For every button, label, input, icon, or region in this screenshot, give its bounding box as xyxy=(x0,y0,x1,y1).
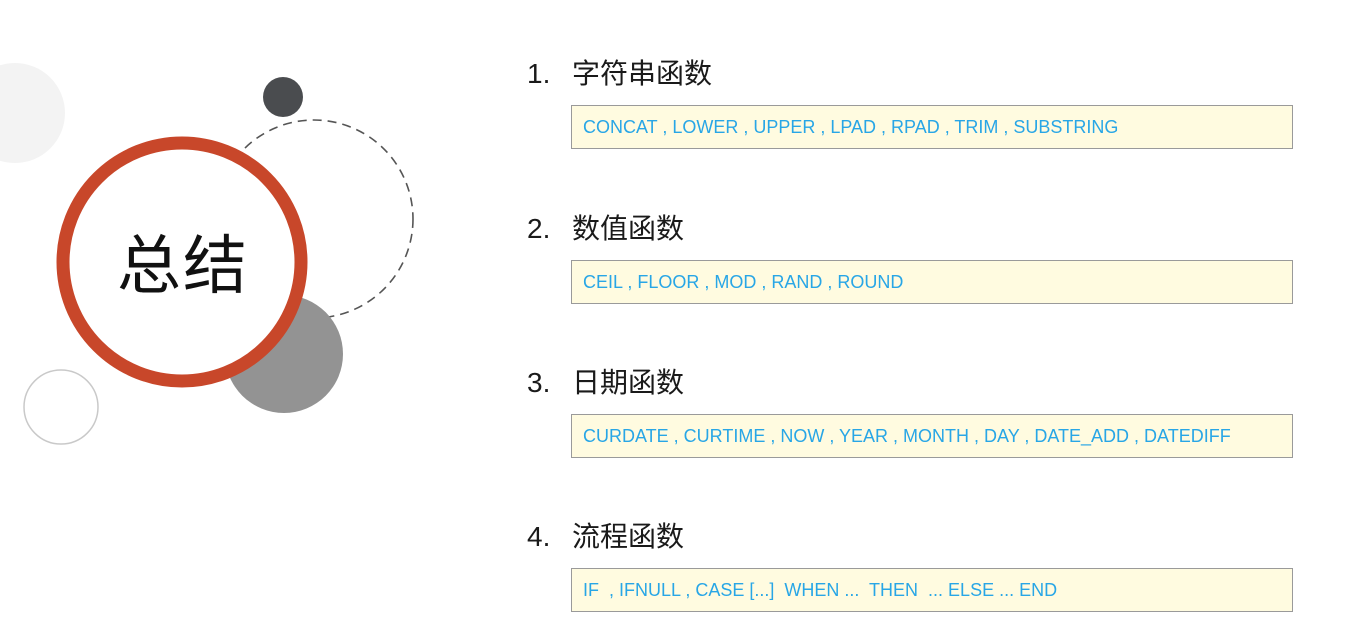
section-number: 1. xyxy=(527,58,551,89)
section-numeric-functions: 2. 数值函数 CEIL , FLOOR , MOD , RAND , ROUN… xyxy=(527,211,1293,304)
section-title: 日期函数 xyxy=(572,366,685,399)
section-number: 4. xyxy=(527,521,551,552)
section-date-functions: 3. 日期函数 CURDATE , CURTIME , NOW , YEAR ,… xyxy=(527,365,1293,458)
function-list-box: IF , IFNULL , CASE [...] WHEN ... THEN .… xyxy=(571,568,1293,612)
section-title: 字符串函数 xyxy=(572,57,713,90)
section-number: 2. xyxy=(527,213,551,244)
light-gray-circle xyxy=(0,63,65,163)
section-heading: 4. 流程函数 xyxy=(527,519,1293,555)
section-title: 数值函数 xyxy=(572,212,685,245)
outline-circle-small xyxy=(23,369,99,445)
section-heading: 3. 日期函数 xyxy=(527,365,1293,401)
section-flow-functions: 4. 流程函数 IF , IFNULL , CASE [...] WHEN ..… xyxy=(527,519,1293,612)
section-heading: 1. 字符串函数 xyxy=(527,56,1293,92)
section-string-functions: 1. 字符串函数 CONCAT , LOWER , UPPER , LPAD ,… xyxy=(527,56,1293,149)
section-number: 3. xyxy=(527,367,551,398)
page-title: 总结 xyxy=(117,230,249,304)
title-ring xyxy=(56,136,308,388)
dark-gray-dot xyxy=(263,77,303,117)
section-title: 流程函数 xyxy=(572,520,685,553)
function-list-box: CEIL , FLOOR , MOD , RAND , ROUND xyxy=(571,260,1293,304)
function-list-box: CONCAT , LOWER , UPPER , LPAD , RPAD , T… xyxy=(571,105,1293,149)
section-heading: 2. 数值函数 xyxy=(527,211,1293,247)
function-list-box: CURDATE , CURTIME , NOW , YEAR , MONTH ,… xyxy=(571,414,1293,458)
